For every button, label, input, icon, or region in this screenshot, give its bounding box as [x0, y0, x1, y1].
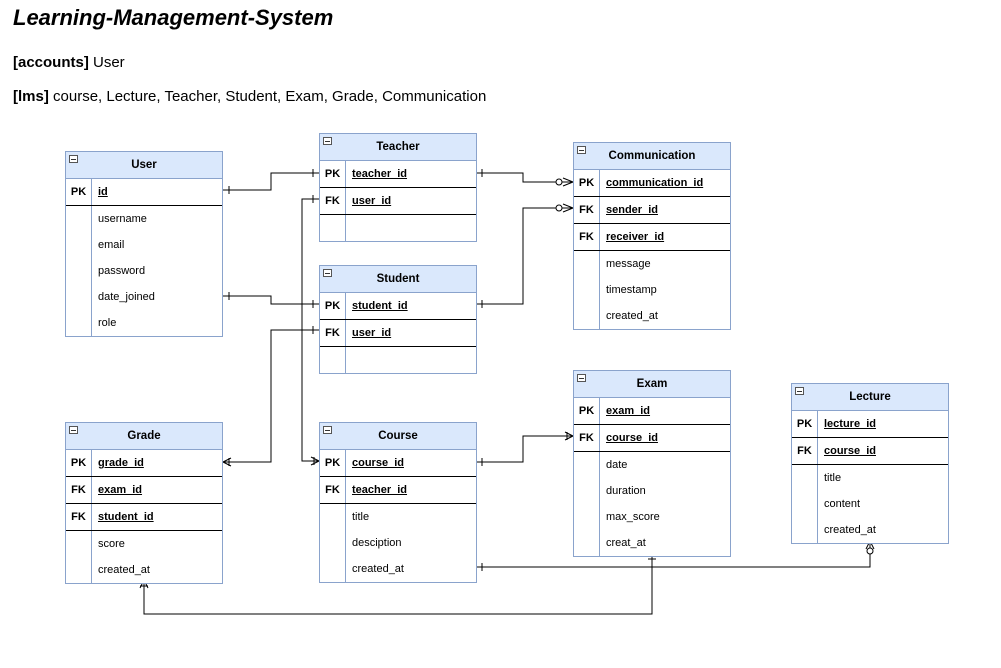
collapse-icon[interactable]: [577, 374, 586, 382]
field-name: user_id: [352, 327, 392, 339]
entity-lecture[interactable]: Lecture PK lecture_id FK course_id title c…: [791, 383, 949, 544]
field-name: max_score: [606, 511, 660, 523]
key-type: FK: [574, 224, 600, 250]
rel-user-teacher: [223, 172, 319, 191]
collapse-icon[interactable]: [69, 426, 78, 434]
rel-user-student: [223, 295, 319, 305]
key-type: FK: [320, 188, 346, 214]
field-name: [320, 215, 476, 241]
key-type: FK: [792, 438, 818, 464]
entity-user[interactable]: User PK id username email password date_j…: [65, 151, 223, 337]
collapse-icon[interactable]: [323, 426, 332, 434]
schema-line-lms: [lms] course, Lecture, Teacher, Student,…: [13, 88, 486, 105]
field-name: course_id: [352, 457, 404, 469]
field-name: message: [606, 258, 651, 270]
key-type: PK: [574, 398, 600, 424]
collapse-icon[interactable]: [69, 155, 78, 163]
field-name: title: [352, 511, 370, 523]
field-name: lecture_id: [824, 418, 876, 430]
key-type: PK: [66, 179, 92, 205]
field-name: receiver_id: [606, 231, 665, 243]
field-name: course_id: [606, 432, 658, 444]
key-type: FK: [320, 477, 346, 503]
key-type: FK: [320, 320, 346, 346]
field-name: created_at: [824, 524, 876, 536]
entity-title: Course: [378, 430, 418, 442]
entity-communication[interactable]: Communication PK communication_id FK sende…: [573, 142, 731, 330]
field-name: id: [98, 186, 108, 198]
entity-teacher[interactable]: Teacher PK teacher_id FK user_id: [319, 133, 477, 242]
field-name: created_at: [98, 564, 150, 576]
collapse-icon[interactable]: [795, 387, 804, 395]
rel-course-exam: [477, 435, 573, 463]
schema-text: User: [88, 54, 125, 71]
entity-title: Exam: [636, 378, 668, 390]
key-type: PK: [320, 450, 346, 476]
key-type: FK: [574, 425, 600, 451]
rel-student-communication: [477, 207, 573, 305]
rel-teacher-communication: [477, 172, 573, 183]
schema-tag: [lms]: [13, 88, 49, 105]
key-type: FK: [574, 197, 600, 223]
key-type: FK: [66, 477, 92, 503]
field-name: creat_at: [606, 537, 646, 549]
key-type: PK: [792, 411, 818, 437]
entity-student[interactable]: Student PK student_id FK user_id: [319, 265, 477, 374]
entity-exam[interactable]: Exam PK exam_id FK course_id date duration…: [573, 370, 731, 557]
entity-title: Lecture: [849, 391, 891, 403]
field-name: date: [606, 459, 628, 471]
collapse-icon[interactable]: [323, 137, 332, 145]
key-type: PK: [66, 450, 92, 476]
entity-title: User: [131, 159, 157, 171]
field-name: student_id: [98, 511, 154, 523]
field-name: sender_id: [606, 204, 658, 216]
entity-title: Teacher: [376, 141, 420, 153]
entity-course[interactable]: Course PK course_id FK teacher_id title de…: [319, 422, 477, 583]
rel-exam-grade: [143, 554, 653, 615]
field-name: content: [824, 498, 861, 510]
field-name: score: [98, 538, 125, 550]
collapse-icon[interactable]: [577, 146, 586, 154]
field-name: email: [98, 239, 125, 251]
key-type: FK: [66, 504, 92, 530]
field-name: student_id: [352, 300, 408, 312]
field-name: title: [824, 472, 842, 484]
field-name: duration: [606, 485, 646, 497]
field-name: desciption: [352, 537, 402, 549]
field-name: date_joined: [98, 291, 155, 303]
schema-tag: [accounts]: [13, 54, 89, 71]
key-type: PK: [320, 293, 346, 319]
field-name: created_at: [606, 310, 658, 322]
field-name: communication_id: [606, 177, 704, 189]
field-name: grade_id: [98, 457, 144, 469]
entity-title: Grade: [127, 430, 161, 442]
collapse-icon[interactable]: [323, 269, 332, 277]
field-name: exam_id: [606, 405, 651, 417]
schema-text: course, Lecture, Teacher, Student, Exam,…: [48, 88, 487, 105]
field-name: password: [98, 265, 146, 277]
field-name: teacher_id: [352, 168, 408, 180]
field-name: course_id: [824, 445, 876, 457]
field-name: timestamp: [606, 284, 657, 296]
field-name: username: [98, 213, 147, 225]
field-name: created_at: [352, 563, 404, 575]
schema-line-accounts: [accounts] User: [13, 54, 125, 71]
field-name: [320, 347, 476, 373]
field-name: user_id: [352, 195, 392, 207]
rel-student-grade: [223, 329, 319, 463]
diagram-title: Learning-Management-System: [13, 5, 334, 30]
field-name: role: [98, 317, 117, 329]
field-name: exam_id: [98, 484, 143, 496]
entity-title: Communication: [608, 150, 696, 162]
entity-title: Student: [376, 273, 420, 285]
field-name: teacher_id: [352, 484, 408, 496]
key-type: PK: [574, 170, 600, 196]
key-type: PK: [320, 161, 346, 187]
